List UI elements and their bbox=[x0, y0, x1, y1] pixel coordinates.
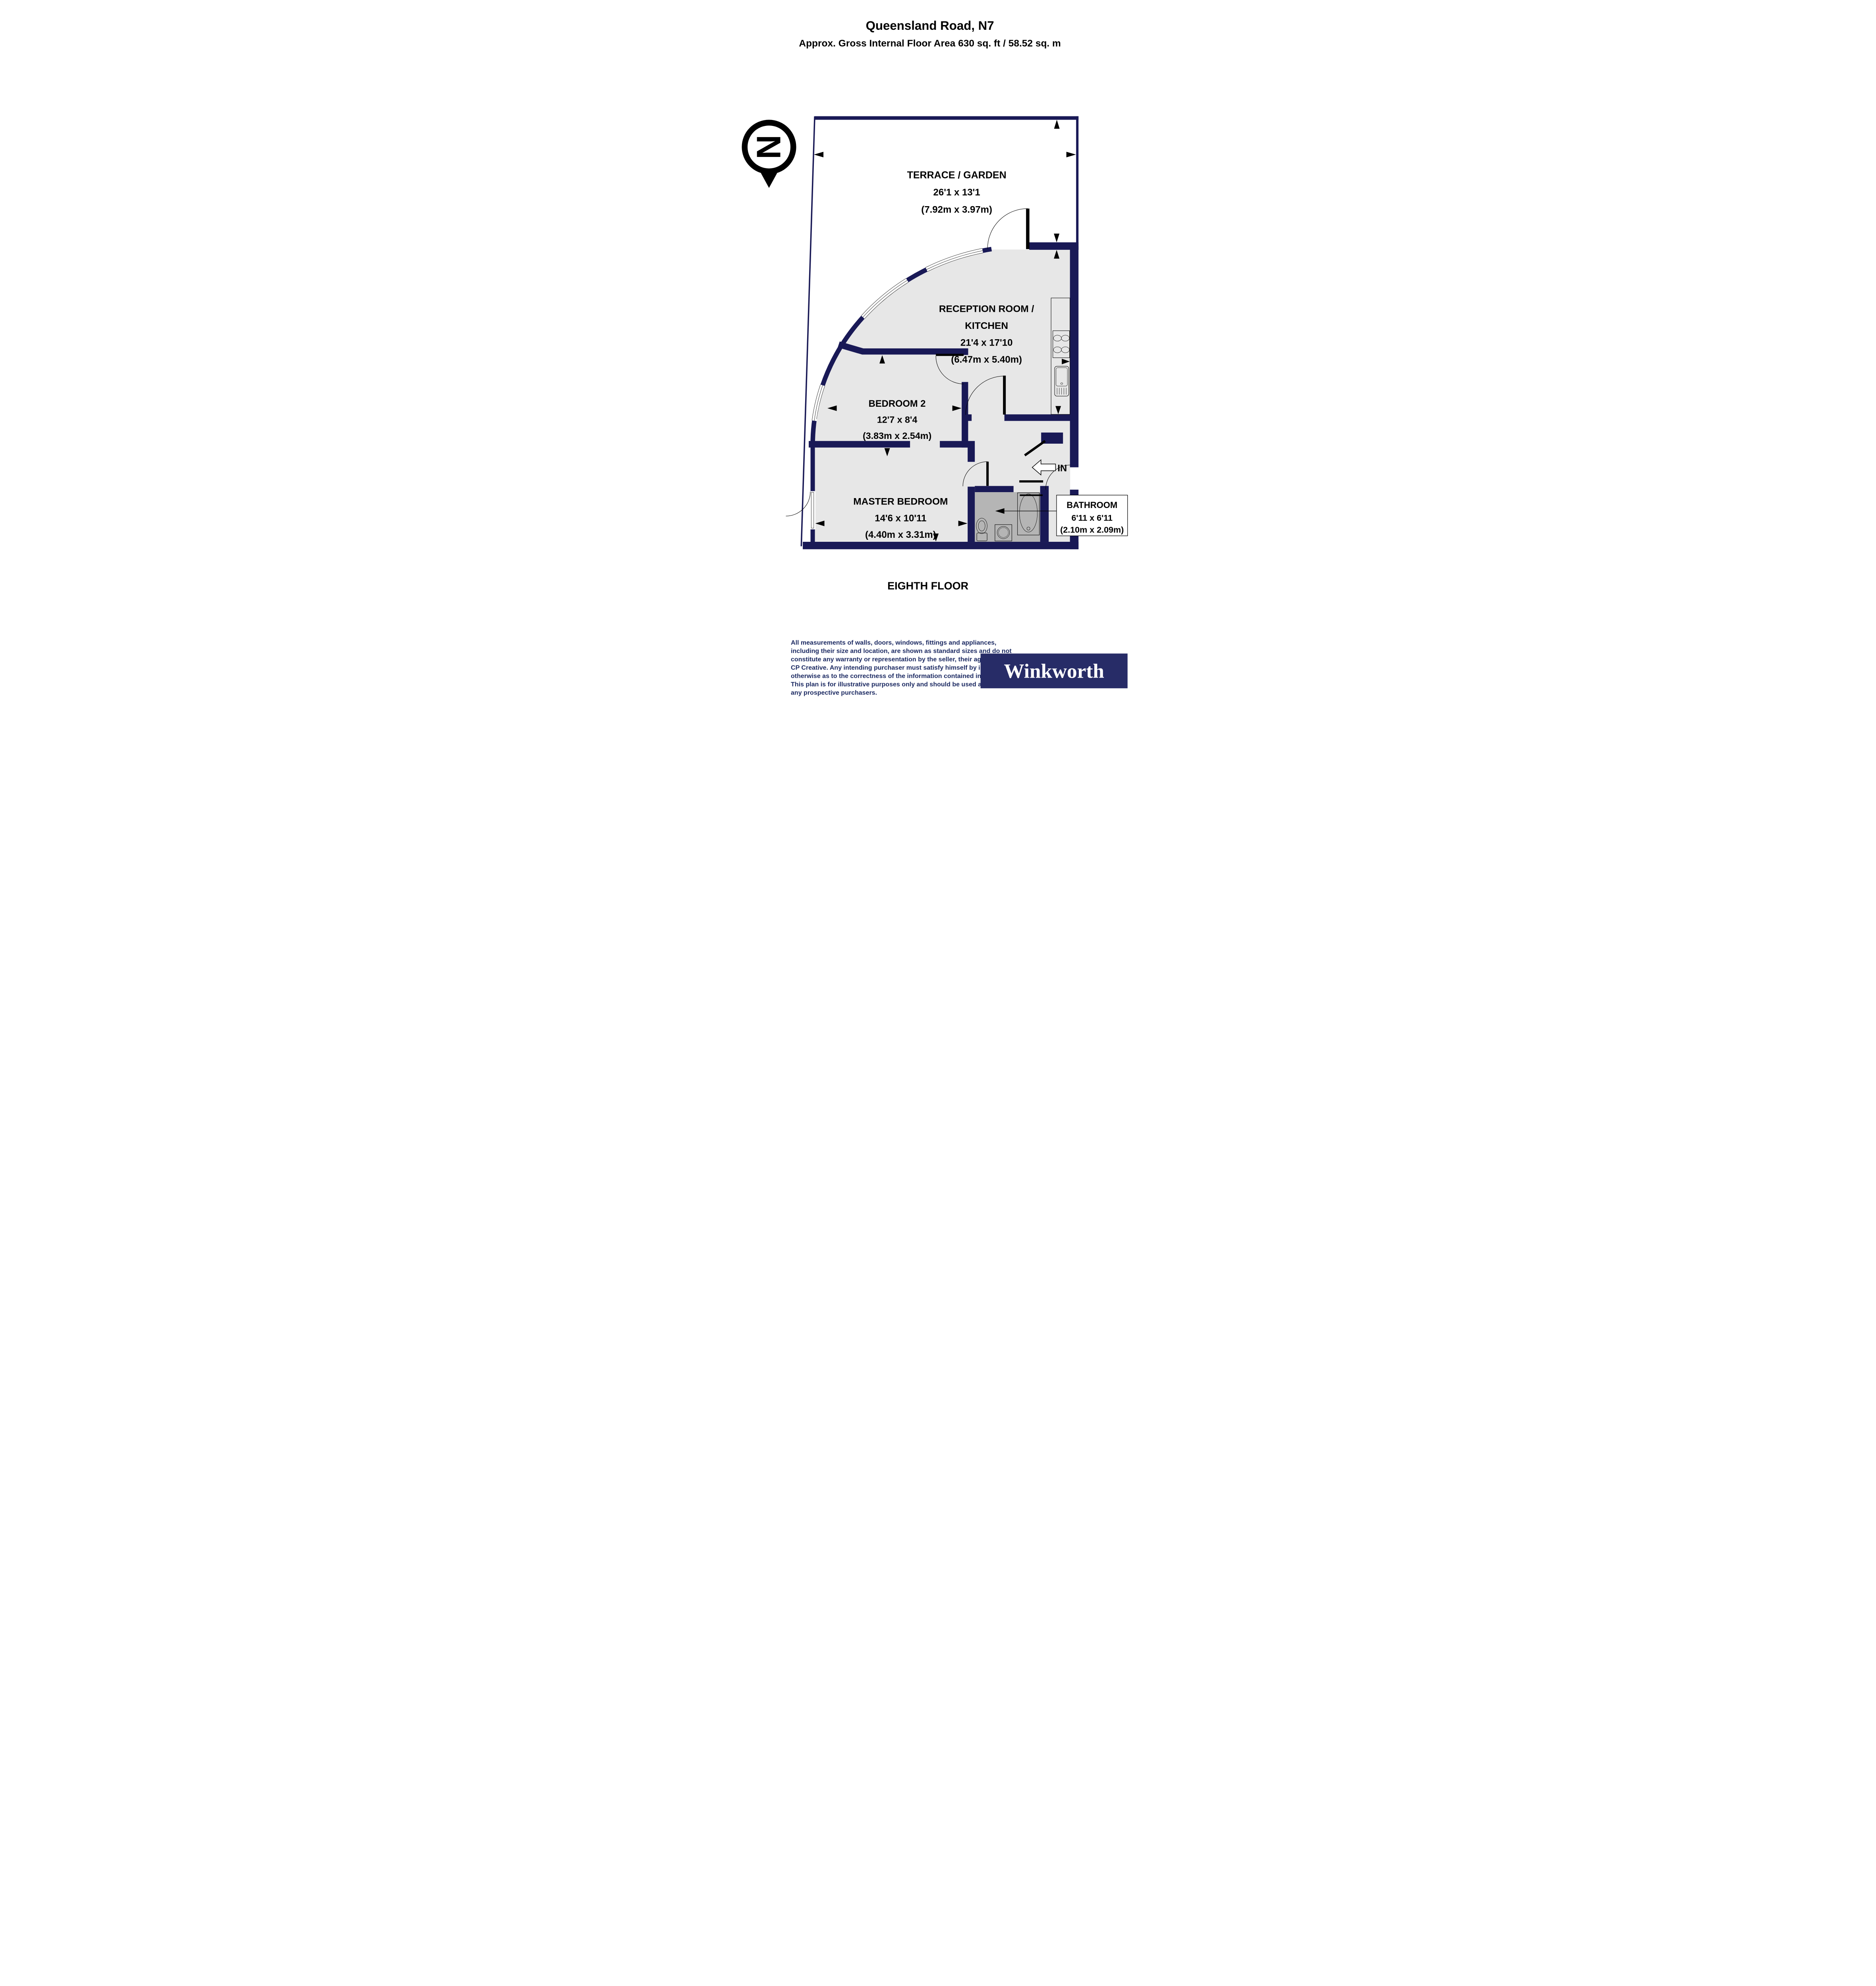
bedroom2-label: BEDROOM 2 12'7 x 8'4 (3.83m x 2.54m) bbox=[863, 398, 931, 441]
svg-text:(6.47m x 5.40m): (6.47m x 5.40m) bbox=[951, 354, 1022, 365]
svg-text:constitute any warranty or rep: constitute any warranty or representatio… bbox=[791, 656, 999, 663]
hall-west-wall-upper bbox=[968, 441, 975, 462]
measure-arrow-right-icon bbox=[958, 520, 968, 526]
reception-bottom-wall bbox=[1004, 414, 1070, 421]
svg-text:This plan is for illustrative: This plan is for illustrative purposes o… bbox=[791, 681, 1011, 688]
measure-arrow-down-icon bbox=[1055, 406, 1061, 414]
winkworth-logo: Winkworth bbox=[980, 653, 1128, 688]
measure-arrow-left-icon bbox=[815, 520, 825, 526]
bathroom-callout: BATHROOM 6'11 x 6'11 (2.10m x 2.09m) bbox=[995, 495, 1128, 536]
bathroom-floor bbox=[975, 492, 1040, 542]
apartment-floor bbox=[813, 249, 1070, 543]
bathroom-top-wall bbox=[975, 486, 1014, 493]
door-swing-arc bbox=[786, 491, 811, 516]
master-top-wall-right bbox=[940, 441, 968, 448]
disclaimer-text: All measurements of walls, doors, window… bbox=[791, 639, 1020, 696]
entrance-label: IN bbox=[1057, 463, 1067, 473]
bathroom-door bbox=[1019, 440, 1046, 483]
svg-text:BATHROOM: BATHROOM bbox=[1066, 500, 1117, 510]
bathroom-right-wall bbox=[1040, 486, 1049, 542]
floorplan-page: Queensland Road, N7 Approx. Gross Intern… bbox=[703, 0, 1173, 704]
toilet-icon bbox=[976, 518, 987, 541]
floor-level-label: EIGHTH FLOOR bbox=[887, 580, 968, 592]
bedroom2-right-wall-upper bbox=[962, 348, 968, 355]
svg-text:BEDROOM 2: BEDROOM 2 bbox=[869, 398, 926, 409]
north-compass-icon: N bbox=[742, 120, 796, 188]
measure-arrow-up-icon bbox=[1054, 250, 1060, 259]
page-subtitle: Approx. Gross Internal Floor Area 630 sq… bbox=[799, 38, 1061, 49]
reception-hall-door bbox=[965, 375, 1006, 415]
measure-arrow-up-icon bbox=[879, 355, 885, 364]
master-bedroom-label: MASTER BEDROOM 14'6 x 10'11 (4.40m x 3.3… bbox=[853, 496, 948, 540]
compass-ring bbox=[742, 120, 796, 174]
svg-text:TERRACE / GARDEN: TERRACE / GARDEN bbox=[907, 170, 1007, 181]
svg-text:6'11 x 6'11: 6'11 x 6'11 bbox=[1071, 513, 1113, 523]
svg-text:CP Creative. Any intending pur: CP Creative. Any intending purchaser mus… bbox=[791, 665, 1018, 671]
terrace-door bbox=[987, 208, 1030, 249]
curved-window-icon bbox=[861, 278, 909, 319]
svg-text:otherwise as to the correctnes: otherwise as to the correctness of the i… bbox=[791, 673, 1020, 680]
svg-text:26'1 x 13'1: 26'1 x 13'1 bbox=[933, 187, 980, 198]
terrace-top-wall bbox=[814, 116, 1079, 120]
measure-arrow-right-icon bbox=[1066, 152, 1076, 158]
bedroom2-door bbox=[935, 354, 964, 384]
terrace-label: TERRACE / GARDEN 26'1 x 13'1 (7.92m x 3.… bbox=[907, 170, 1007, 215]
threshold-line bbox=[1020, 494, 1043, 496]
svg-text:12'7 x 8'4: 12'7 x 8'4 bbox=[877, 415, 918, 425]
reception-label: RECEPTION ROOM / KITCHEN 21'4 x 17'10 (6… bbox=[939, 304, 1034, 365]
svg-text:MASTER BEDROOM: MASTER BEDROOM bbox=[853, 496, 948, 507]
terrace-left-boundary bbox=[800, 116, 815, 547]
svg-text:14'6 x 10'11: 14'6 x 10'11 bbox=[875, 513, 926, 524]
curved-window-icon bbox=[925, 248, 983, 272]
measure-arrow-right-icon bbox=[1062, 359, 1070, 365]
hob-icon bbox=[1053, 330, 1070, 358]
svg-text:including their size and locat: including their size and location, are s… bbox=[791, 648, 1012, 655]
measure-arrow-down-icon bbox=[884, 448, 890, 456]
measure-arrow-up-icon bbox=[1054, 120, 1060, 129]
right-exterior-wall bbox=[1070, 246, 1079, 468]
kitchen-counter bbox=[1051, 298, 1070, 415]
terrace-right-wall bbox=[1076, 116, 1079, 250]
curved-window-icon bbox=[811, 384, 825, 421]
bottom-exterior-wall bbox=[803, 542, 1079, 549]
reception-bottom-wall-left bbox=[966, 414, 972, 421]
page-title: Queensland Road, N7 bbox=[866, 19, 994, 33]
svg-text:Winkworth: Winkworth bbox=[1004, 660, 1104, 683]
compass-pointer-icon bbox=[761, 173, 777, 188]
svg-text:(2.10m x 2.09m): (2.10m x 2.09m) bbox=[1060, 525, 1124, 535]
svg-text:RECEPTION ROOM /: RECEPTION ROOM / bbox=[939, 304, 1034, 315]
measure-arrow-right-icon bbox=[952, 405, 962, 411]
measure-arrow-down-icon bbox=[1054, 234, 1060, 243]
bedroom2-top-wall bbox=[838, 341, 968, 355]
bathtub-icon bbox=[1017, 493, 1040, 535]
master-top-wall bbox=[809, 441, 910, 448]
window-icon bbox=[810, 491, 816, 529]
svg-text:All measurements of walls, doo: All measurements of walls, doors, window… bbox=[791, 639, 996, 646]
bedroom2-right-wall bbox=[962, 382, 968, 448]
floorplan-canvas: Queensland Road, N7 Approx. Gross Intern… bbox=[703, 0, 1173, 704]
entrance-arrow-icon bbox=[1032, 459, 1056, 476]
master-bedroom-door bbox=[962, 461, 989, 487]
svg-text:(3.83m x 2.54m): (3.83m x 2.54m) bbox=[863, 431, 931, 441]
svg-text:21'4 x 17'10: 21'4 x 17'10 bbox=[960, 338, 1013, 348]
compass-north-letter: N bbox=[750, 135, 788, 159]
svg-text:(7.92m x 3.97m): (7.92m x 3.97m) bbox=[921, 205, 992, 215]
measure-arrow-left-icon bbox=[827, 405, 837, 411]
reception-top-right-wall bbox=[1029, 242, 1079, 250]
entry-door-swing-arc bbox=[1045, 465, 1070, 490]
sink-icon bbox=[1054, 366, 1069, 396]
svg-text:(4.40m x 3.31m): (4.40m x 3.31m) bbox=[865, 529, 936, 540]
hall-west-wall-lower bbox=[968, 487, 975, 542]
measure-arrow-down-icon bbox=[933, 533, 939, 542]
measure-arrow-left-icon bbox=[814, 152, 824, 158]
svg-text:KITCHEN: KITCHEN bbox=[965, 321, 1008, 331]
svg-text:any prospective purchasers.: any prospective purchasers. bbox=[791, 690, 877, 696]
basin-icon bbox=[995, 524, 1012, 541]
